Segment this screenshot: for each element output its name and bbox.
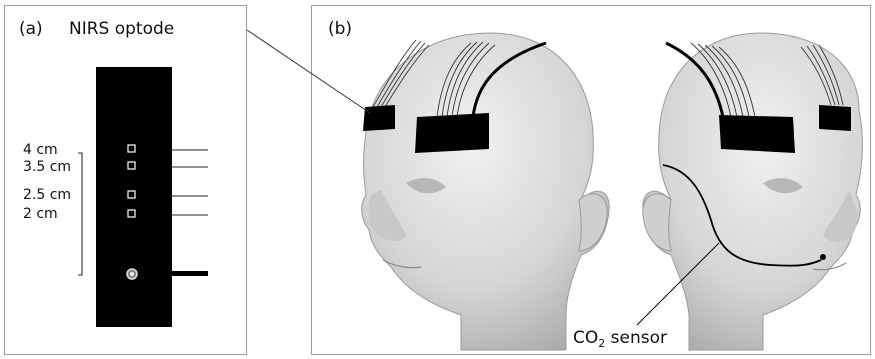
optode-to-head-connector: [247, 30, 370, 113]
